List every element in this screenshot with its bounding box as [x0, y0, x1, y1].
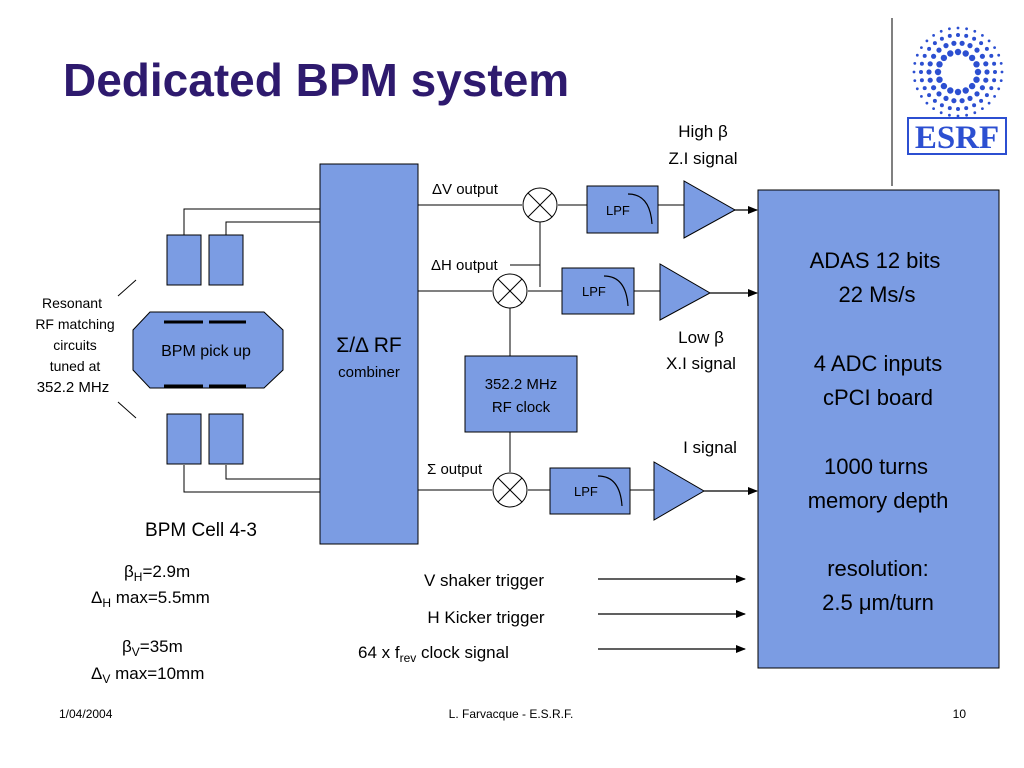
delta-h-param: ΔH max=5.5mm [91, 588, 210, 610]
zi-signal-label: Z.I signal [669, 149, 738, 168]
lpf-filter: LPF [549, 467, 631, 515]
lowpass-curve-icon [597, 475, 623, 507]
rf-clock-freq: 352.2 MHz [485, 376, 558, 393]
high-beta-label: High β [678, 122, 728, 141]
svg-text:cPCI board: cPCI board [823, 385, 933, 410]
h-kicker-trigger-label: H Kicker trigger [427, 608, 544, 627]
amplifier-icon [653, 461, 705, 521]
svg-text:22 Ms/s: 22 Ms/s [838, 282, 915, 307]
svg-text:352.2 MHz: 352.2 MHz [37, 379, 110, 396]
esrf-logo-icon: ESRF [907, 26, 1007, 156]
amplifier-icon [659, 263, 712, 321]
adas-specs: ADAS 12 bits 22 Ms/s 4 ADC inputs cPCI b… [808, 248, 949, 615]
svg-text:ADAS 12 bits: ADAS 12 bits [810, 248, 941, 273]
svg-text:RF matching: RF matching [35, 316, 114, 332]
svg-text:tuned at: tuned at [50, 358, 101, 374]
resonant-note: Resonant RF matching circuits tuned at 3… [35, 295, 114, 396]
dh-output-label: ΔH output [431, 257, 499, 274]
i-signal-label: I signal [683, 438, 737, 457]
mixer-icon [522, 187, 558, 223]
low-beta-label: Low β [678, 328, 724, 347]
arrows [598, 206, 758, 653]
mixer-icon [492, 472, 528, 508]
svg-text:memory depth: memory depth [808, 488, 949, 513]
lowpass-curve-icon [603, 275, 629, 307]
sigma-output-label: Σ output [427, 461, 483, 478]
svg-text:resolution:: resolution: [827, 556, 929, 581]
rf-combiner-box [319, 163, 419, 545]
footer-page: 10 [953, 707, 967, 721]
bpm-pickup-shape [132, 311, 284, 389]
mixer-icon [492, 273, 528, 309]
amplifier-icon [683, 180, 737, 239]
slide-title: Dedicated BPM system [63, 54, 569, 106]
adas-board-box [757, 189, 1000, 669]
lpf-filter: LPF [586, 185, 659, 234]
svg-text:Resonant: Resonant [42, 295, 102, 311]
footer-date: 1/04/2004 [59, 707, 113, 721]
delta-v-param: ΔV max=10mm [91, 664, 204, 686]
clock-signal-label: 64 x frev clock signal [358, 643, 509, 665]
logo-text: ESRF [915, 120, 999, 156]
rf-clock-box [464, 355, 578, 433]
combiner-sub: combiner [338, 364, 400, 381]
wiring [117, 204, 684, 493]
lpf-filter: LPF [561, 267, 635, 315]
svg-text:circuits: circuits [53, 337, 97, 353]
lowpass-curve-icon [627, 193, 653, 225]
svg-text:LPF: LPF [606, 203, 630, 218]
beta-h-param: βH=2.9m [124, 562, 190, 584]
rf-clock-label: RF clock [492, 399, 551, 416]
v-shaker-trigger-label: V shaker trigger [424, 571, 544, 590]
combiner-symbol: Σ/Δ RF [336, 334, 402, 357]
xi-signal-label: X.I signal [666, 354, 736, 373]
svg-text:1000 turns: 1000 turns [824, 454, 928, 479]
dv-output-label: ΔV output [432, 181, 499, 198]
svg-text:LPF: LPF [582, 284, 606, 299]
svg-text:LPF: LPF [574, 484, 598, 499]
pickup-plates [164, 320, 246, 388]
beta-v-param: βV=35m [122, 637, 183, 659]
bpm-cell-label: BPM Cell 4-3 [145, 520, 257, 541]
pickup-label: BPM pick up [161, 343, 251, 360]
svg-text:2.5 μm/turn: 2.5 μm/turn [822, 590, 934, 615]
pickup-electrodes [166, 234, 244, 465]
footer-author: L. Farvacque - E.S.R.F. [449, 707, 574, 721]
svg-text:4 ADC inputs: 4 ADC inputs [814, 351, 942, 376]
